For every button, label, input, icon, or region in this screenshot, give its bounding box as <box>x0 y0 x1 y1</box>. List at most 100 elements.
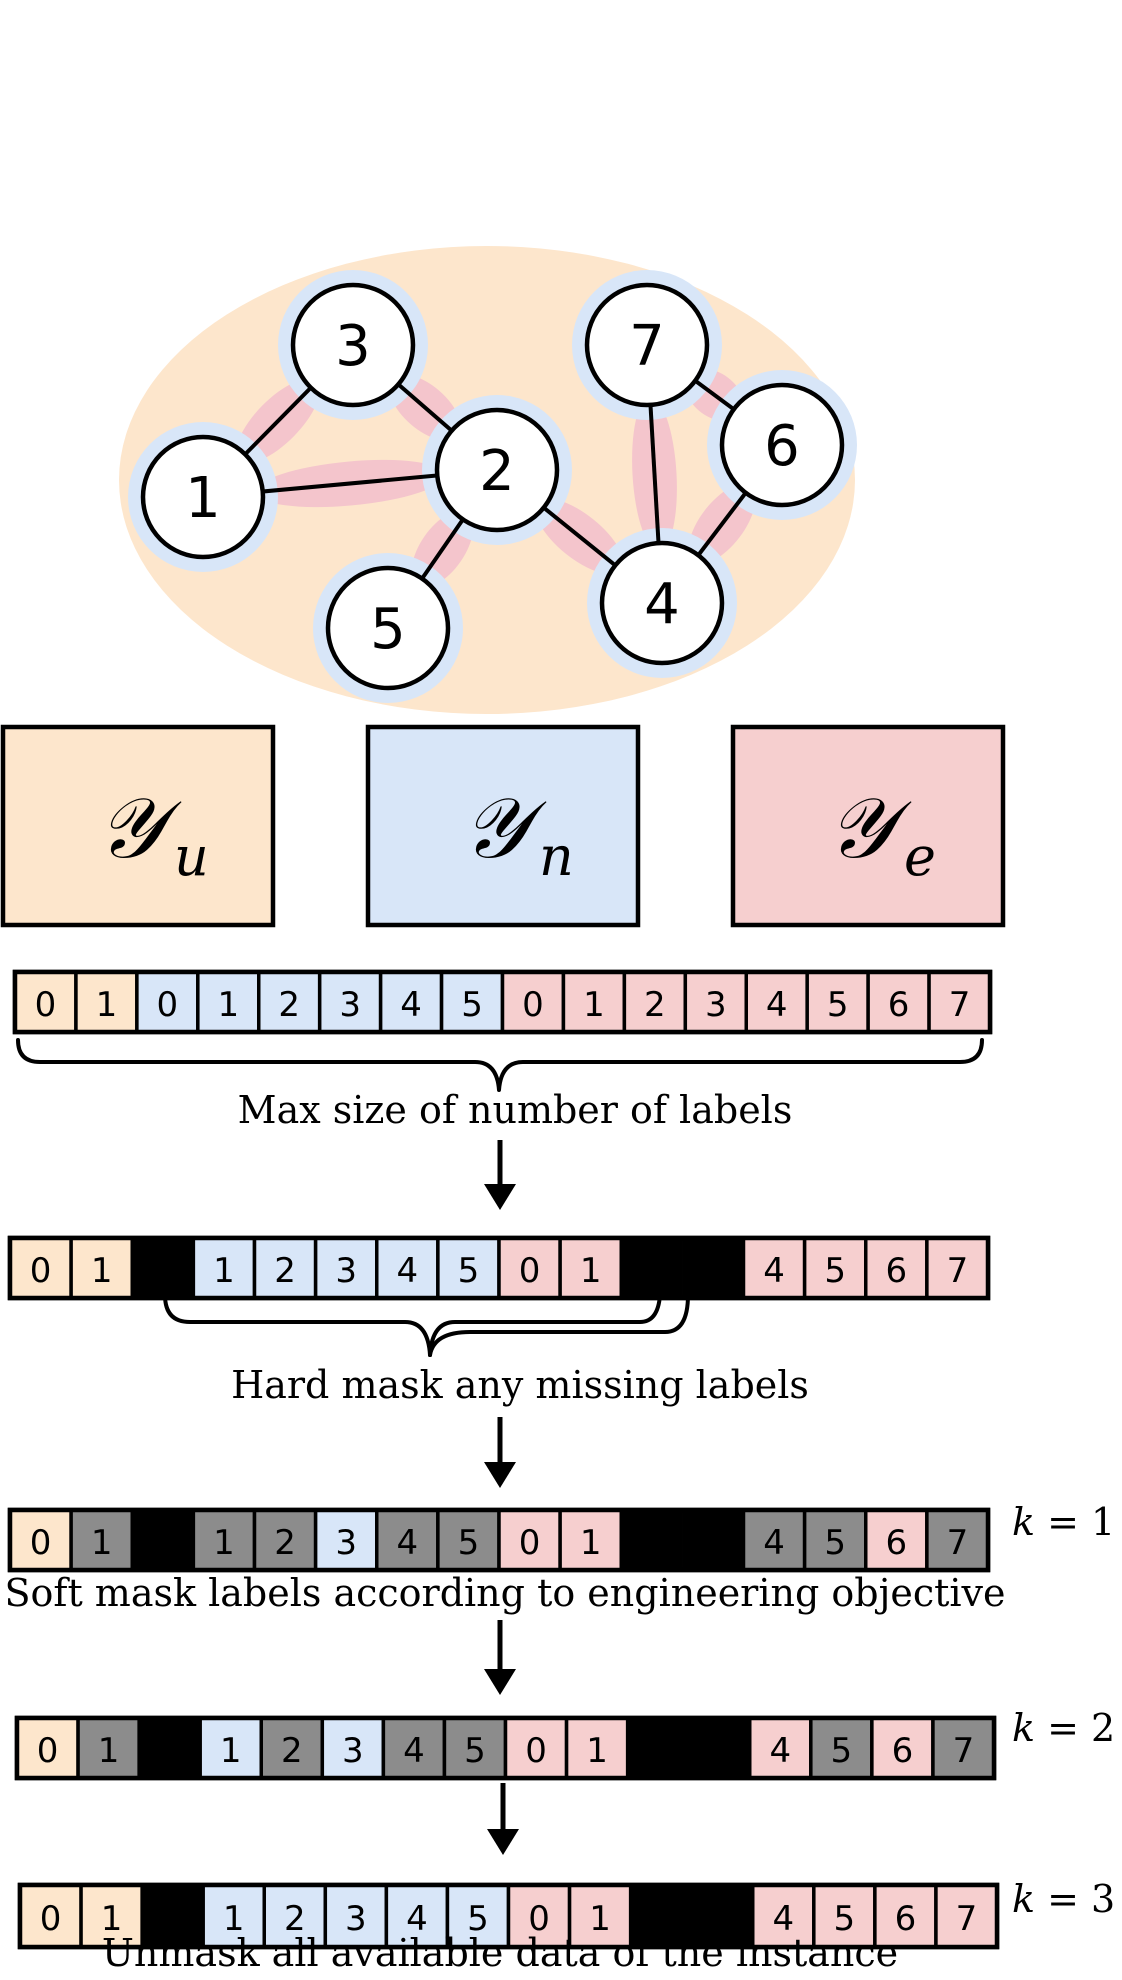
array-cell-label-full-8: 0 <box>522 985 544 1025</box>
array-cell-k1-3: 1 <box>191 1508 257 1572</box>
array-cell-hard-0: 0 <box>8 1236 73 1300</box>
array-cell-bg-hard-2 <box>132 1237 194 1299</box>
array-cell-label-k3-5: 3 <box>345 1899 367 1939</box>
array-cell-bg-hard-6 <box>375 1236 440 1300</box>
array-cell-label-full-12: 4 <box>766 985 788 1025</box>
array-cell-k2-2 <box>138 1717 201 1779</box>
array-cell-k2-5: 3 <box>320 1716 386 1780</box>
array-cell-k3-15: 7 <box>934 1883 999 1949</box>
node-label-2: 2 <box>479 439 515 504</box>
array-cell-label-full-4: 2 <box>278 985 300 1025</box>
arrow-head-4 <box>487 1829 519 1855</box>
array-cell-k2-10 <box>627 1717 689 1779</box>
array-cell-k1-0: 0 <box>8 1508 73 1572</box>
k-labels: k = 1k = 2k = 3 <box>1012 1500 1115 1921</box>
array-cell-label-k3-9: 1 <box>589 1899 611 1939</box>
array-cell-k3-1: 1 <box>79 1883 144 1949</box>
arrow-2 <box>484 1417 516 1488</box>
array-cell-hard-15: 7 <box>925 1236 990 1300</box>
array-cell-k2-11 <box>688 1717 750 1779</box>
array-cell-label-k1-14: 6 <box>885 1523 907 1563</box>
label-set-subscript-u: u <box>174 825 209 888</box>
array-cell-k3-0: 0 <box>18 1883 83 1949</box>
array-cell-hard-12: 4 <box>741 1236 807 1300</box>
array-cell-label-full-1: 1 <box>96 985 118 1025</box>
arrow-head-3 <box>484 1669 516 1695</box>
array-cell-label-full-14: 6 <box>888 985 910 1025</box>
array-cell-full-4: 2 <box>257 970 322 1034</box>
array-cell-label-k1-13: 5 <box>824 1523 846 1563</box>
array-cell-label-k1-1: 1 <box>91 1523 113 1563</box>
node-circle-2 <box>434 407 560 533</box>
array-cell-bg-k1-2 <box>132 1509 194 1571</box>
array-cell-label-k2-12: 4 <box>769 1731 791 1771</box>
k-label-text-k2: k = 2 <box>1012 1706 1115 1750</box>
array-cell-label-full-3: 1 <box>217 985 239 1025</box>
array-cell-bg-full-4 <box>257 970 322 1034</box>
array-cell-full-6: 4 <box>378 970 444 1034</box>
array-cell-label-k2-6: 4 <box>403 1731 425 1771</box>
array-cell-bg-k3-1 <box>79 1883 144 1949</box>
array-cell-label-full-0: 0 <box>35 985 57 1025</box>
array-cell-bg-k1-11 <box>682 1509 744 1571</box>
array-cell-k2-0: 0 <box>15 1716 80 1780</box>
arrow-head-2 <box>484 1462 516 1488</box>
array-cell-full-11: 3 <box>683 970 748 1034</box>
caption-unmask: Unmask all available data of the instanc… <box>102 1931 898 1975</box>
array-cell-label-full-9: 1 <box>583 985 605 1025</box>
node-2: 2 <box>434 407 560 533</box>
array-cell-label-full-11: 3 <box>705 985 727 1025</box>
array-border-k2 <box>14 1715 997 1781</box>
k-label-text-k1: k = 1 <box>1012 1500 1115 1544</box>
array-cell-hard-7: 5 <box>436 1236 501 1300</box>
array-cell-hard-9: 1 <box>558 1236 623 1300</box>
array-cell-k3-3: 1 <box>201 1883 266 1949</box>
array-cell-label-hard-5: 3 <box>335 1251 357 1291</box>
array-cell-label-k1-3: 1 <box>213 1523 235 1563</box>
node-circle-5 <box>325 565 451 691</box>
array-cell-label-full-10: 2 <box>644 985 666 1025</box>
array-cell-label-k1-8: 0 <box>519 1523 541 1563</box>
array-cell-bg-k3-11 <box>691 1884 753 1948</box>
array-cell-label-k3-3: 1 <box>223 1899 245 1939</box>
array-cell-label-k3-7: 5 <box>467 1899 489 1939</box>
array-cell-k1-10 <box>621 1509 683 1571</box>
array-border-full <box>12 969 993 1035</box>
array-cell-hard-1: 1 <box>69 1236 134 1300</box>
k-label-k2: k = 2 <box>1012 1706 1115 1750</box>
node-circle-1 <box>140 434 266 560</box>
array-cell-label-k3-0: 0 <box>40 1899 62 1939</box>
array-cell-bg-k2-3 <box>198 1716 263 1780</box>
array-border-k3 <box>17 1882 1000 1950</box>
array-cell-label-k2-1: 1 <box>98 1731 120 1771</box>
array-cell-hard-8: 0 <box>497 1236 562 1300</box>
k-label-k1: k = 1 <box>1012 1500 1115 1544</box>
array-cell-label-k1-0: 0 <box>30 1523 52 1563</box>
array-cell-k2-3: 1 <box>198 1716 263 1780</box>
array-cell-label-k1-6: 4 <box>396 1523 418 1563</box>
array-cell-bg-k1-8 <box>497 1508 562 1572</box>
array-cell-k2-8: 0 <box>503 1716 569 1780</box>
arrow-head-1 <box>484 1184 516 1210</box>
node-5: 5 <box>325 565 451 691</box>
array-cell-label-hard-0: 0 <box>30 1251 52 1291</box>
array-cell-label-k3-8: 0 <box>528 1899 550 1939</box>
array-cell-full-9: 1 <box>561 970 627 1034</box>
label-set-box-bg-n <box>365 724 641 928</box>
array-cell-label-hard-13: 5 <box>824 1251 846 1291</box>
array-cell-label-hard-4: 2 <box>274 1251 296 1291</box>
array-cell-hard-10 <box>621 1237 683 1299</box>
array-cell-hard-3: 1 <box>191 1236 257 1300</box>
node-label-7: 7 <box>629 314 665 379</box>
array-cell-k2-7: 5 <box>442 1716 508 1780</box>
array-cell-label-k2-3: 1 <box>220 1731 242 1771</box>
array-cell-bg-k2-2 <box>138 1717 201 1779</box>
node-circle-7 <box>584 282 710 408</box>
array-cell-label-k2-0: 0 <box>37 1731 59 1771</box>
braces <box>16 1038 984 1357</box>
array-cell-label-k3-13: 5 <box>834 1899 856 1939</box>
